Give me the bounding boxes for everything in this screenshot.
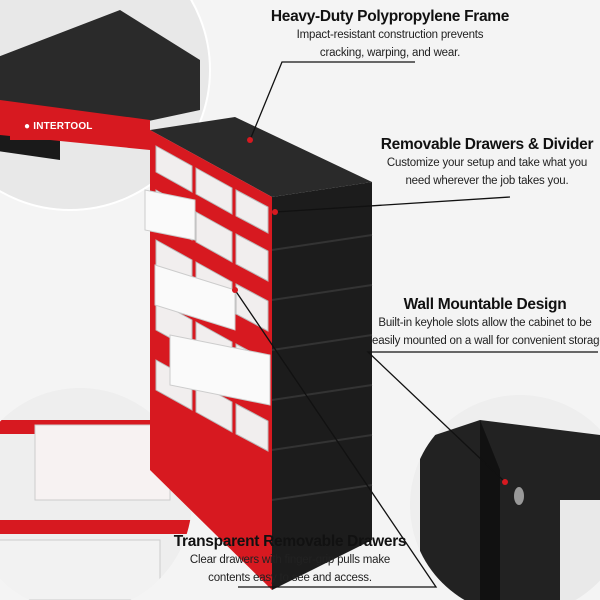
feature-line: Customize your setup and take what you xyxy=(386,157,588,169)
callout-lines xyxy=(234,61,598,588)
feature-title: Wall Mountable Design xyxy=(403,296,567,313)
detail-circle-keyhole xyxy=(410,395,600,600)
feature-frame: Heavy-Duty Polypropylene Frame Impact-re… xyxy=(270,8,510,62)
brand-logo-text: INTERTOOL xyxy=(33,121,93,132)
feature-line: Impact-resistant construction prevents xyxy=(296,29,484,41)
feature-transparent-drawers: Transparent Removable Drawers Clear draw… xyxy=(170,533,410,587)
feature-line: need wherever the job takes you. xyxy=(405,175,569,187)
feature-line: Clear drawers with finger-grip pulls mak… xyxy=(189,554,391,566)
feature-title: Transparent Removable Drawers xyxy=(173,533,407,550)
feature-title: Heavy-Duty Polypropylene Frame xyxy=(270,8,510,25)
feature-wall-mount: Wall Mountable Design Built-in keyhole s… xyxy=(372,296,600,350)
feature-line: easily mounted on a wall for convenient … xyxy=(372,335,600,347)
feature-drawers-divider: Removable Drawers & Divider Customize yo… xyxy=(380,136,594,190)
storage-cabinet xyxy=(144,117,373,590)
detail-circle-drawer xyxy=(0,388,192,600)
feature-line: cracking, warping, and wear. xyxy=(319,47,461,59)
feature-title: Removable Drawers & Divider xyxy=(380,136,594,153)
detail-circle-frame xyxy=(0,0,211,211)
brand-logo: ● INTERTOOL xyxy=(24,121,93,132)
feature-line: Built-in keyhole slots allow the cabinet… xyxy=(378,317,592,329)
feature-line: contents easy to see and access. xyxy=(208,572,372,584)
callout-dots xyxy=(232,137,508,485)
